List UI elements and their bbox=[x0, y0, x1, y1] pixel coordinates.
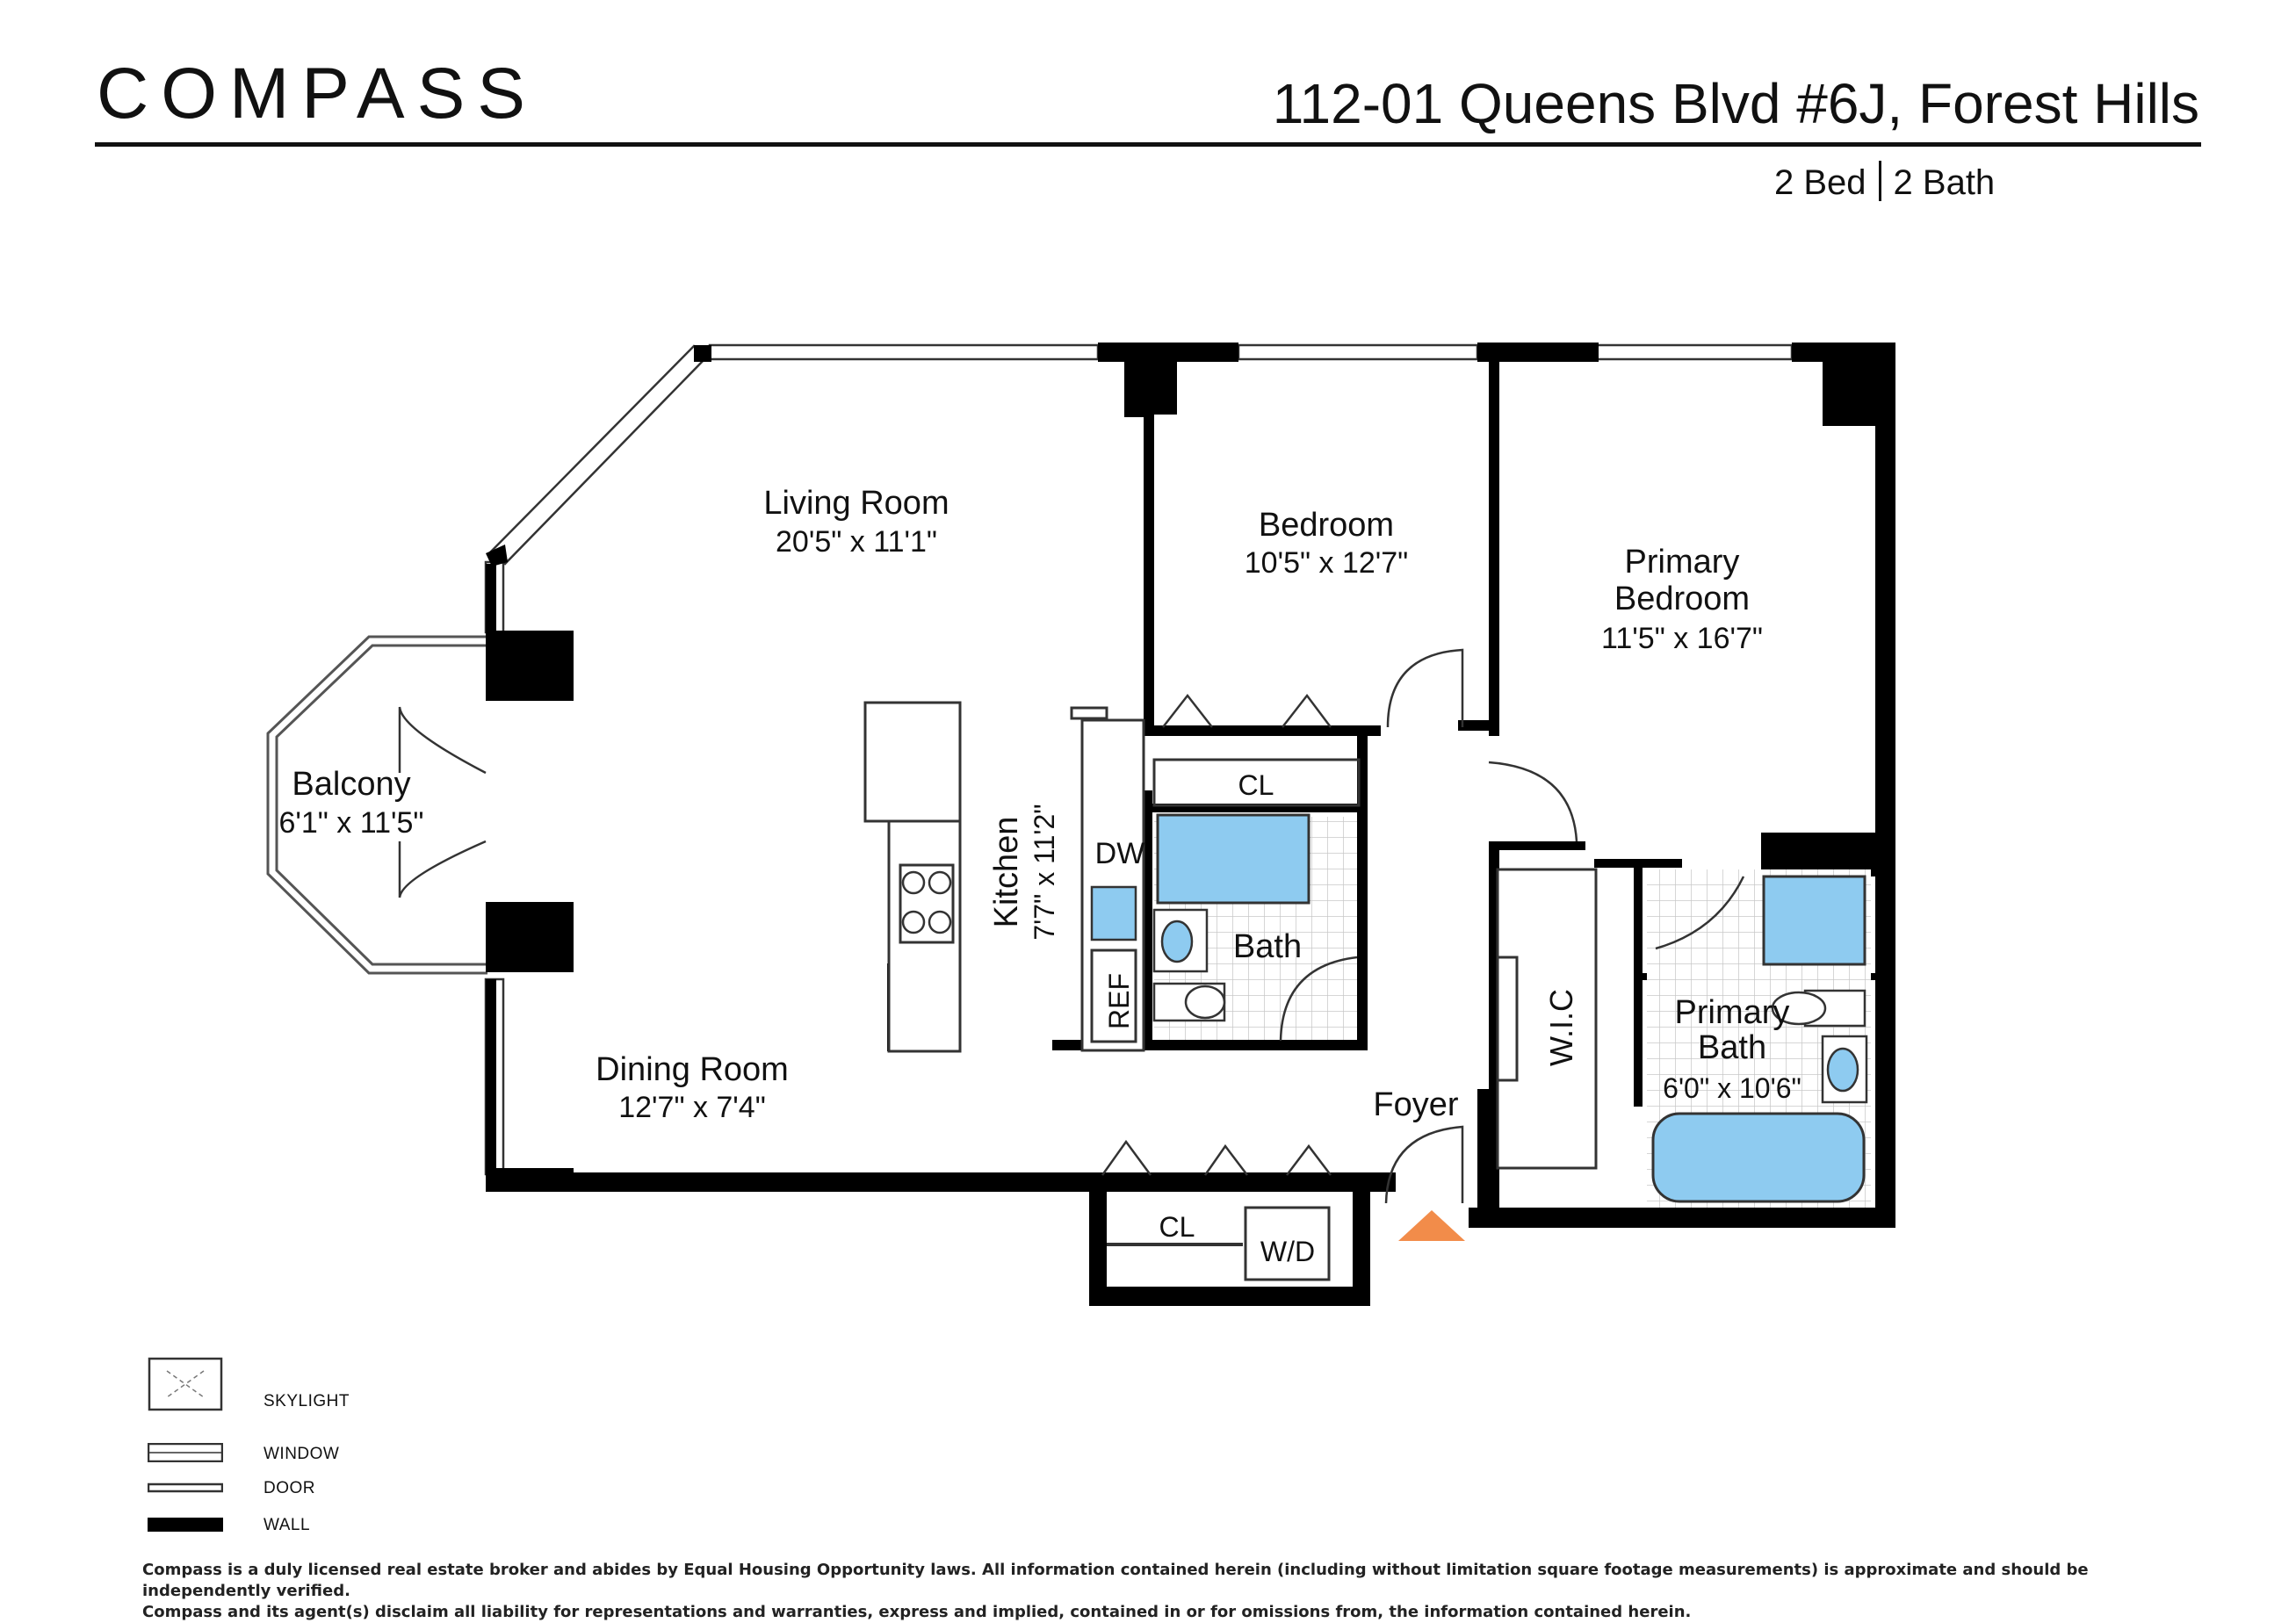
label-bedroom-closet: CL bbox=[1238, 769, 1274, 801]
balcony-outline bbox=[266, 635, 487, 975]
walk-in-closet-shelves bbox=[1496, 868, 1598, 1170]
dims-balcony: 6'1" x 11'5" bbox=[278, 806, 423, 840]
label-ref: REF bbox=[1103, 973, 1135, 1029]
closet-doors bbox=[1101, 693, 1332, 1176]
disclaimer-line-1: Compass is a duly licensed real estate b… bbox=[142, 1561, 2089, 1600]
legend-door-label: DOOR bbox=[264, 1479, 315, 1497]
kitchen-counter bbox=[1070, 706, 1145, 1052]
room-labels: Living Room 20'5" x 11'1" Bedroom 10'5" … bbox=[278, 485, 1801, 1267]
dims-living-room: 20'5" x 11'1" bbox=[776, 525, 937, 559]
label-hall-closet: CL bbox=[1159, 1211, 1195, 1243]
bedroom-closet bbox=[1152, 758, 1361, 807]
interior-walls bbox=[892, 351, 1880, 1228]
bed-count: 2 Bed bbox=[1774, 163, 1866, 202]
dims-dining-room: 12'7" x 7'4" bbox=[618, 1091, 766, 1124]
legend-window-label: WINDOW bbox=[264, 1445, 340, 1463]
label-living-room: Living Room bbox=[763, 485, 949, 522]
label-washer-dryer: W/D bbox=[1260, 1236, 1315, 1267]
legend-wall-label: WALL bbox=[264, 1516, 311, 1534]
dims-bedroom: 10'5" x 12'7" bbox=[1245, 546, 1408, 580]
label-primary-bath-2: Bath bbox=[1698, 1029, 1766, 1066]
bed-bath-summary: 2 Bed 2 Bath bbox=[1774, 158, 1995, 207]
door-swings bbox=[398, 648, 1745, 1204]
legend-window-icon bbox=[148, 1443, 223, 1462]
legend-wall-icon bbox=[148, 1518, 223, 1532]
dims-kitchen: 7'7" x 11'2" bbox=[1029, 804, 1060, 940]
disclaimer-line-2: Compass and its agent(s) disclaim all li… bbox=[142, 1603, 1692, 1621]
label-balcony: Balcony bbox=[292, 766, 410, 803]
hall-closet-shelf bbox=[1107, 1243, 1243, 1246]
label-bedroom: Bedroom bbox=[1259, 507, 1394, 544]
label-wic: W.I.C bbox=[1543, 989, 1579, 1066]
legal-disclaimer: Compass is a duly licensed real estate b… bbox=[142, 1560, 2162, 1623]
label-foyer: Foyer bbox=[1373, 1086, 1458, 1123]
entry-arrow-icon bbox=[1398, 1210, 1465, 1241]
label-primary-bedroom-1: Primary bbox=[1625, 544, 1740, 581]
kitchen-island bbox=[863, 701, 962, 1053]
dims-primary-bath: 6'0" x 10'6" bbox=[1663, 1072, 1801, 1104]
label-kitchen: Kitchen bbox=[988, 817, 1025, 928]
washer-dryer bbox=[1244, 1206, 1331, 1281]
label-primary-bath-1: Primary bbox=[1675, 994, 1790, 1031]
label-primary-bedroom-2: Bedroom bbox=[1614, 581, 1750, 617]
bed-bath-separator bbox=[1878, 161, 1881, 201]
label-hall-bath: Bath bbox=[1233, 928, 1302, 965]
primary-bath-fixtures bbox=[1647, 869, 1871, 1208]
legend-skylight-label: SKYLIGHT bbox=[264, 1392, 350, 1410]
legend-door-icon bbox=[148, 1482, 223, 1493]
legend-skylight-icon bbox=[148, 1357, 223, 1411]
label-dining-room: Dining Room bbox=[596, 1051, 789, 1088]
dims-primary-bedroom: 11'5" x 16'7" bbox=[1601, 622, 1763, 655]
label-dw: DW bbox=[1095, 837, 1145, 870]
kitchen-sink bbox=[1090, 885, 1137, 941]
compass-logo: COMPASS bbox=[97, 54, 538, 133]
listing-address: 112-01 Queens Blvd #6J, Forest Hills bbox=[1272, 72, 2199, 135]
header-divider bbox=[95, 142, 2201, 147]
exterior-walls bbox=[486, 343, 1895, 1306]
hall-bath-fixtures bbox=[1152, 813, 1357, 1040]
bath-count: 2 Bath bbox=[1893, 163, 1996, 202]
